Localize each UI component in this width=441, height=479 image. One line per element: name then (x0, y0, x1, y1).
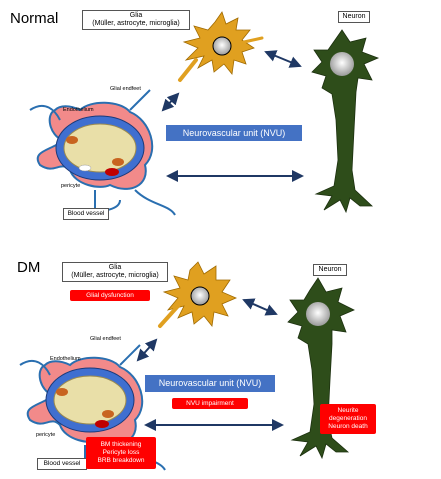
glial-endfeet-label-dm: Glial endfeet (90, 336, 121, 342)
glia-cell-dm (158, 261, 238, 328)
arrow-vessel-glia-normal (161, 92, 180, 112)
nvu-box-dm: Neurovascular unit (NVU) (145, 375, 275, 392)
neuron-dm (287, 277, 355, 460)
dm-heading: DM (17, 259, 41, 276)
nvu-impairment-badge: NVU impairment (172, 398, 248, 409)
neuron-label-dm: Neuron (313, 264, 347, 276)
bm-line1: BM thickening (100, 441, 142, 448)
glia-cell-normal (178, 11, 264, 82)
arrow-vessel-glia-dm (136, 338, 158, 362)
endothelium-label-dm: Endothelium (50, 356, 81, 362)
endothelium-label-normal: Endothelium (63, 107, 94, 113)
neurite-line3: Neuron death (328, 423, 368, 430)
neurite-degeneration-badge: Neurite degeneration Neuron death (320, 404, 376, 434)
neuron-normal (311, 29, 380, 214)
pericyte-label-dm: pericyte (36, 432, 56, 438)
arrow-glia-neuron-dm (242, 298, 278, 316)
bm-line2: Pericyte loss (102, 449, 140, 456)
blood-vessel-label-dm: Blood vessel (37, 458, 87, 470)
glial-dysfunction-badge: Glial dysfunction (70, 290, 150, 301)
arrow-glia-neuron-normal (264, 50, 302, 68)
bm-line3: BRB breakdown (97, 457, 145, 464)
glia-label-line1: Glia (129, 12, 143, 19)
blood-vessel-dm (19, 344, 166, 471)
glial-endfeet-label-normal: Glial endfeet (110, 86, 141, 92)
normal-heading: Normal (10, 10, 59, 27)
blood-vessel-label-normal: Blood vessel (63, 208, 109, 220)
glia-label-normal: Glia (Müller, astrocyte, microglia) (82, 10, 190, 30)
glia-label-dm-line1: Glia (108, 264, 122, 271)
glia-label-line2: (Müller, astrocyte, microglia) (92, 20, 180, 27)
bm-thickening-badge: BM thickening Pericyte loss BRB breakdow… (86, 437, 156, 469)
neurite-line2: degeneration (329, 415, 367, 422)
neuron-label-normal: Neuron (338, 11, 370, 23)
glia-label-dm-line2: (Müller, astrocyte, microglia) (71, 272, 159, 279)
pericyte-label-normal: pericyte (61, 183, 81, 189)
blood-vessel-normal (29, 89, 176, 216)
glia-label-dm: Glia (Müller, astrocyte, microglia) (62, 262, 168, 282)
neurite-line1: Neurite (337, 407, 359, 414)
nvu-box-normal: Neurovascular unit (NVU) (166, 125, 302, 141)
